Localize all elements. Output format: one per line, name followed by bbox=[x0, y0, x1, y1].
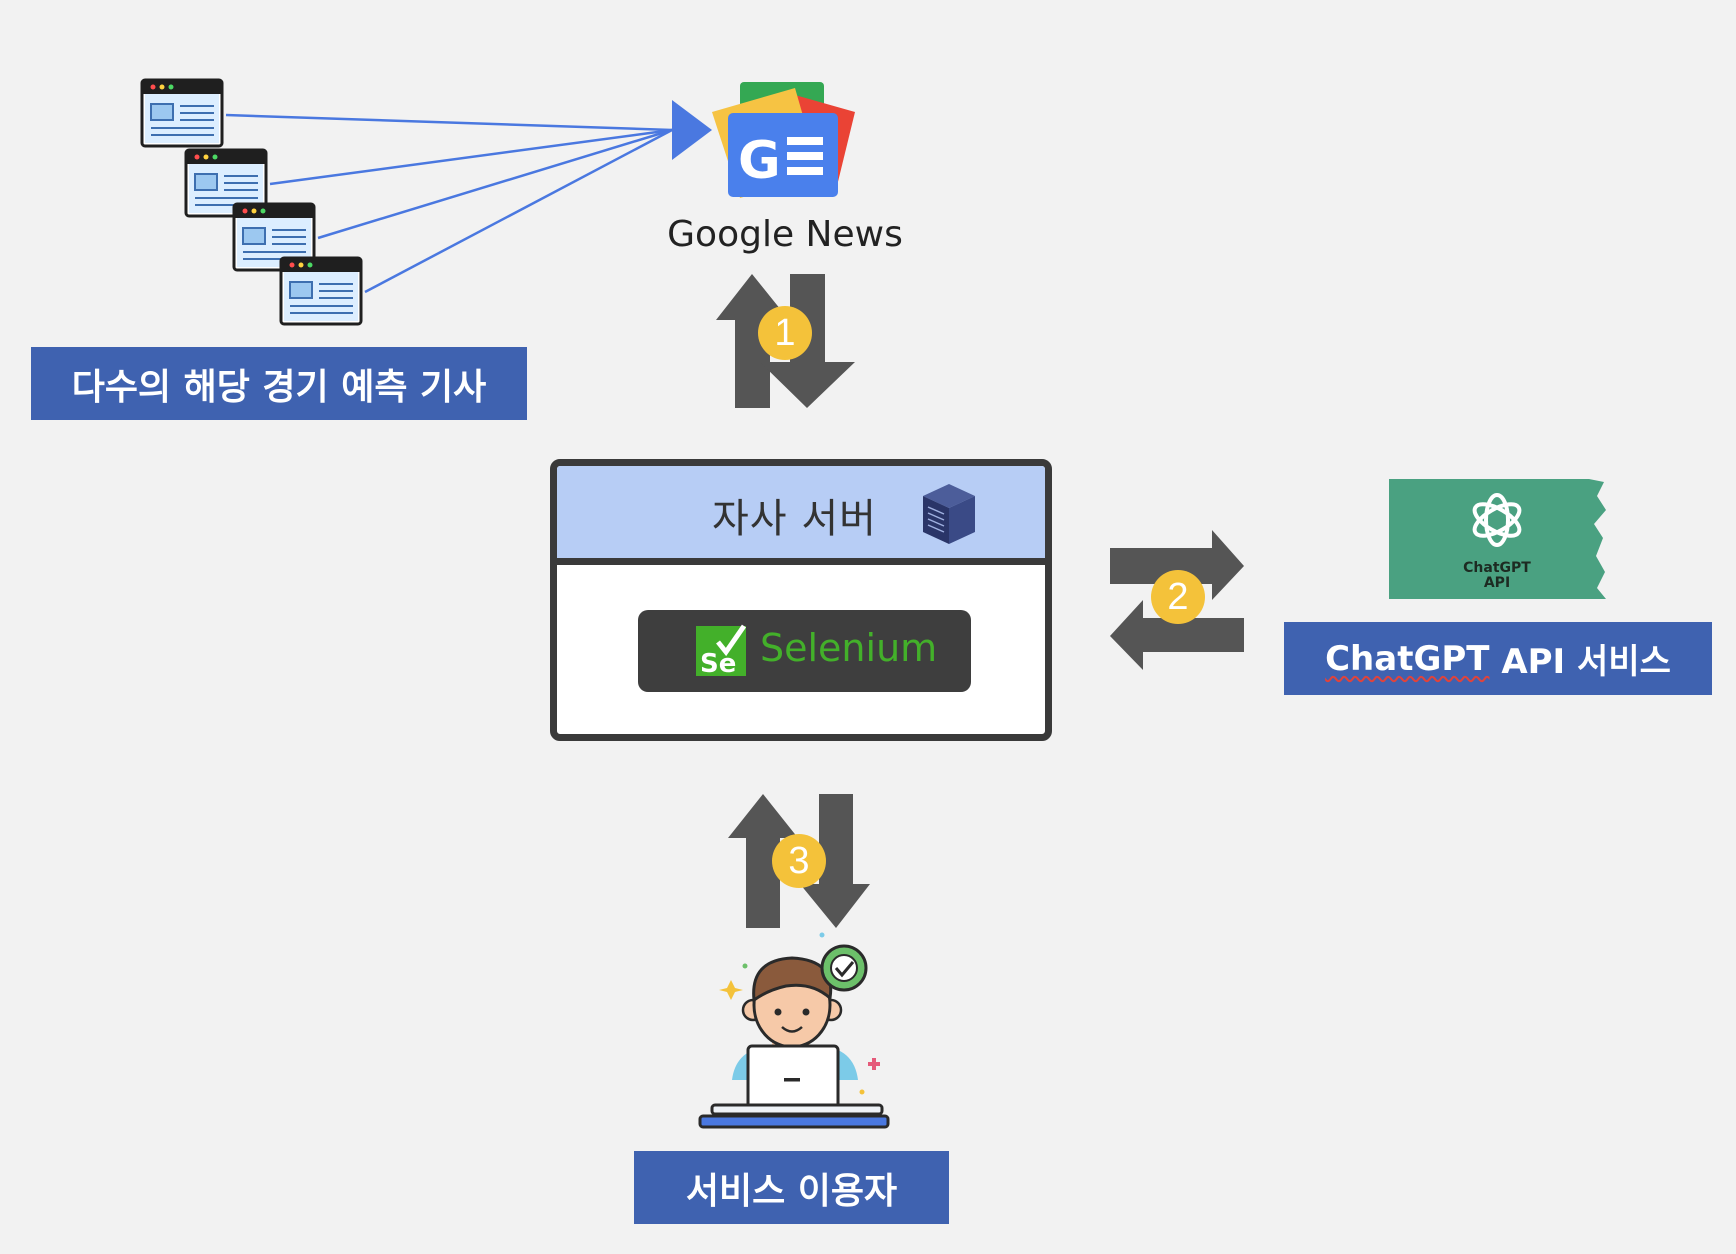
browser-window-icon bbox=[279, 256, 363, 326]
chatgpt-label-suffix: API 서비스 bbox=[1489, 642, 1671, 682]
connector-line bbox=[317, 128, 673, 240]
step-badge-3: 3 bbox=[772, 834, 826, 888]
sync-arrows-3 bbox=[728, 794, 870, 928]
user-laptop-icon bbox=[698, 932, 890, 1129]
chatgpt-logo-line1: ChatGPT bbox=[1463, 560, 1531, 576]
selenium-logo-text: Se bbox=[700, 649, 736, 678]
google-news-name: Google News bbox=[667, 214, 903, 255]
google-news-icon: G bbox=[712, 82, 855, 198]
connector-line bbox=[269, 128, 673, 186]
selenium-logo-icon: Se bbox=[696, 624, 747, 678]
svg-text:G: G bbox=[738, 131, 781, 191]
connector-arrowhead-icon bbox=[672, 100, 712, 160]
chatgpt-logo-icon bbox=[1389, 479, 1606, 599]
browser-window-icon bbox=[140, 78, 224, 148]
chatgpt-api-service-label: ChatGPT API 서비스 bbox=[1284, 622, 1712, 695]
company-server-box: 자사 서버 bbox=[550, 459, 1052, 741]
chatgpt-logo-line2: API bbox=[1483, 575, 1511, 591]
articles-label: 다수의 해당 경기 예측 기사 bbox=[31, 347, 527, 420]
connector-line bbox=[225, 113, 673, 132]
connector-line bbox=[364, 128, 673, 294]
step-badge-2: 2 bbox=[1151, 570, 1205, 624]
server-title: 자사 서버 bbox=[712, 496, 877, 542]
service-user-label: 서비스 이용자 bbox=[634, 1151, 949, 1224]
step-badge-1: 1 bbox=[758, 306, 812, 360]
chatgpt-logo-text: ChatGPT API bbox=[1389, 561, 1605, 591]
sync-arrows-2 bbox=[1110, 530, 1244, 670]
selenium-badge: Se Selenium bbox=[638, 610, 971, 692]
chatgpt-label-name: ChatGPT bbox=[1325, 638, 1490, 679]
server-rack-icon bbox=[923, 484, 975, 544]
selenium-name: Selenium bbox=[760, 626, 938, 670]
server-header: 자사 서버 bbox=[557, 466, 1045, 565]
